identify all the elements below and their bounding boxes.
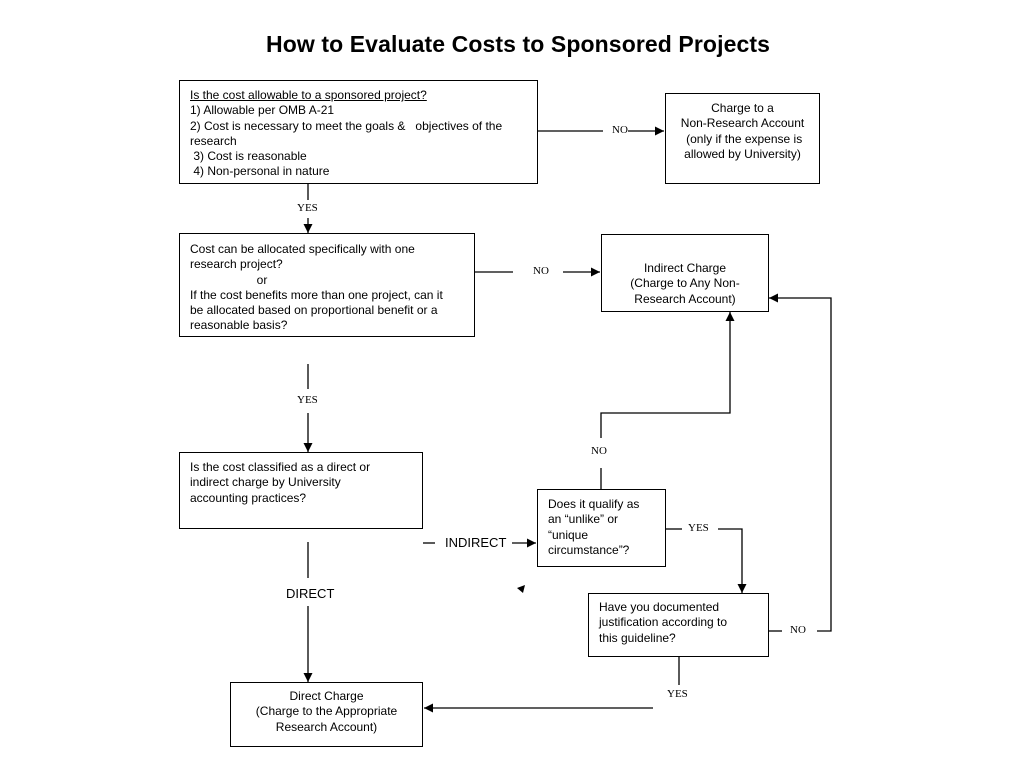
indirect-charge-line: (Charge to Any Non- — [630, 276, 740, 291]
arrow-unlike-yes — [718, 528, 747, 593]
allowable-line: 2) Cost is necessary to meet the goals &… — [190, 118, 503, 133]
direct-charge-line: (Charge to the Appropriate — [255, 704, 398, 719]
non-research-line: Charge to a — [711, 101, 774, 115]
unlike-line: “unique — [548, 527, 589, 542]
edge-label-documented-yes: YES — [667, 688, 688, 700]
direct-charge-line: Direct Charge — [289, 689, 364, 703]
edge-label-unlike-no: NO — [591, 445, 607, 457]
allocation-line: be allocated based on proportional benef… — [190, 303, 438, 318]
unlike-line: circumstance”? — [548, 542, 630, 557]
indirect-charge-box: Indirect Charge (Charge to Any Non- Rese… — [601, 234, 769, 312]
arrow-documented-no — [769, 293, 832, 632]
allocation-line: If the cost benefits more than one proje… — [190, 287, 443, 302]
diagram-title: How to Evaluate Costs to Sponsored Proje… — [266, 31, 770, 57]
direct-charge-line: Research Account) — [275, 719, 378, 734]
allocation-line: research project? — [190, 257, 283, 272]
edge-label-allocated-yes: YES — [297, 394, 318, 406]
indirect-charge-line: Indirect Charge — [643, 261, 727, 275]
non-research-line: Non-Research Account — [680, 116, 805, 131]
non-research-line: allowed by University) — [684, 146, 801, 161]
allowable-line: research — [190, 133, 237, 148]
allowable-heading: Is the cost allowable to a sponsored pro… — [190, 88, 427, 102]
edge-label-unlike-yes: YES — [688, 522, 709, 534]
classification-line: Is the cost classified as a direct or — [190, 460, 371, 474]
allowable-line: 1) Allowable per OMB A-21 — [190, 103, 335, 118]
arrow-unlike-no — [600, 312, 735, 438]
allocation-question-box: Cost can be allocated specifically with … — [179, 233, 475, 337]
unlike-line: Does it qualify as — [548, 497, 640, 511]
edge-label-documented-no: NO — [790, 624, 806, 636]
allocation-line: reasonable basis? — [190, 318, 288, 333]
classification-line: accounting practices? — [190, 490, 307, 505]
allowable-line: 4) Non-personal in nature — [190, 164, 330, 179]
unlike-circumstance-box: Does it qualify as an “unlike” or “uniqu… — [537, 489, 666, 567]
direct-charge-box: Direct Charge (Charge to the Appropriate… — [230, 682, 423, 747]
documented-line: justification according to — [599, 615, 728, 630]
allowable-question-box: Is the cost allowable to a sponsored pro… — [179, 80, 538, 184]
edge-label-indirect: INDIRECT — [445, 535, 507, 550]
documented-line: this guideline? — [599, 630, 676, 645]
indirect-charge-line: Research Account) — [634, 291, 736, 306]
classification-question-box: Is the cost classified as a direct or in… — [179, 452, 423, 529]
edge-label-direct: DIRECT — [286, 586, 335, 601]
stray-arrowhead-mark — [517, 585, 525, 593]
non-research-account-box: Charge to a Non-Research Account (only i… — [665, 93, 820, 184]
unlike-line: an “unlike” or — [548, 512, 619, 527]
classification-line: indirect charge by University — [190, 475, 341, 490]
allocation-line: Cost can be allocated specifically with … — [190, 242, 415, 256]
allowable-line: 3) Cost is reasonable — [190, 149, 307, 164]
edge-label-allowable-no: NO — [612, 124, 628, 136]
edge-label-allowable-yes: YES — [297, 202, 318, 214]
documented-line: Have you documented — [599, 600, 720, 614]
documented-justification-box: Have you documented justification accord… — [588, 593, 769, 657]
edge-label-allocated-no: NO — [533, 265, 549, 277]
allocation-line: or — [190, 272, 268, 287]
non-research-line: (only if the expense is — [682, 131, 803, 146]
